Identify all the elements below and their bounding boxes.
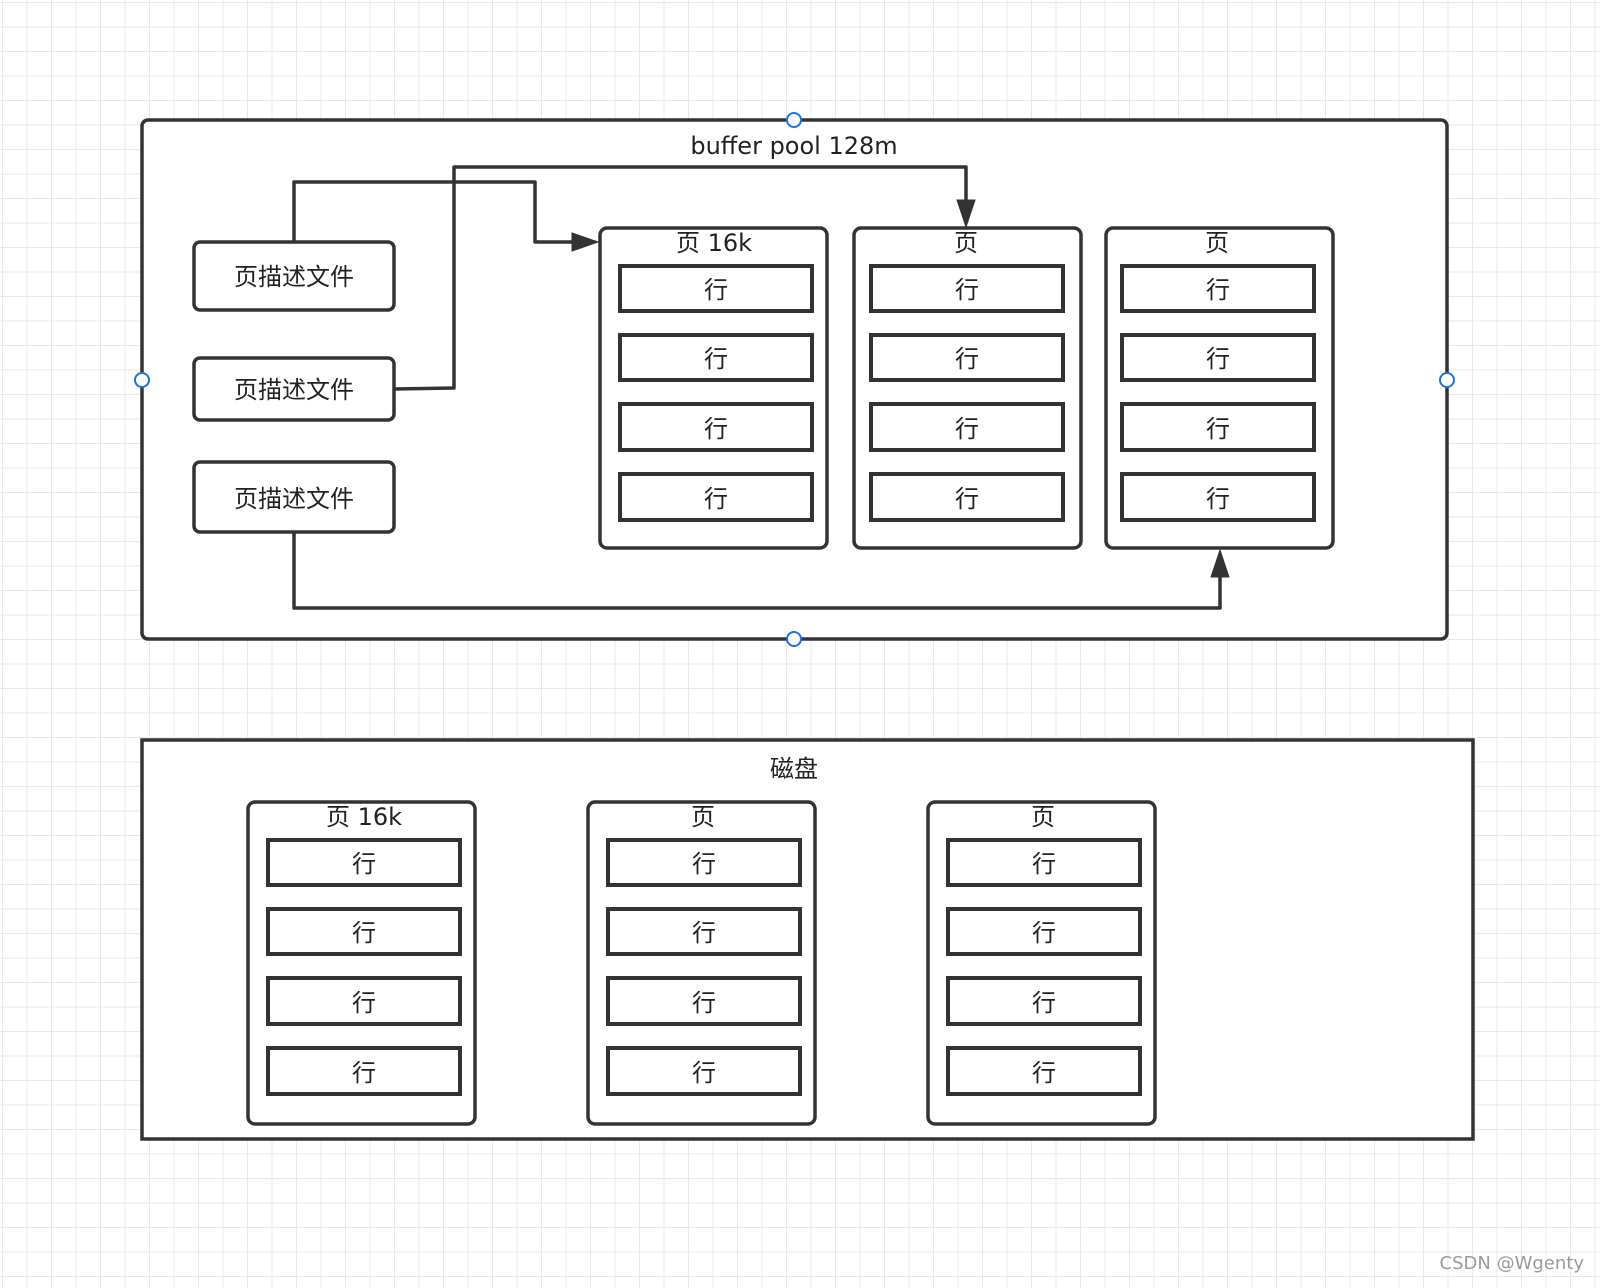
table-row[interactable]: 行 [266, 838, 462, 887]
row-label: 行 [352, 989, 376, 1017]
arrow-down-icon [956, 199, 976, 229]
row-label: 行 [692, 989, 716, 1017]
row-label: 行 [1032, 1059, 1056, 1087]
page-title: 页 [1031, 803, 1055, 831]
table-row[interactable]: 行 [946, 976, 1142, 1026]
table-row[interactable]: 行 [606, 907, 802, 956]
disk-page-2[interactable]: 页 行 行 行 行 [586, 800, 817, 1126]
table-row[interactable]: 行 [869, 264, 1065, 313]
page-title: 页 [954, 229, 978, 257]
row-label: 行 [352, 850, 376, 878]
buffer-page-1[interactable]: 页 16k 行 行 行 行 [598, 226, 829, 550]
table-row[interactable]: 行 [266, 976, 462, 1026]
disk-page-3[interactable]: 页 行 行 行 行 [926, 800, 1157, 1126]
row-label: 行 [704, 415, 728, 443]
table-row[interactable]: 行 [606, 976, 802, 1026]
buffer-pool-title: buffer pool 128m [690, 132, 897, 160]
table-row[interactable]: 行 [1120, 472, 1316, 522]
table-row[interactable]: 行 [1120, 402, 1316, 452]
row-label: 行 [1206, 276, 1230, 304]
row-label: 行 [955, 276, 979, 304]
table-row[interactable]: 行 [618, 264, 814, 313]
row-label: 行 [704, 485, 728, 513]
table-row[interactable]: 行 [606, 1046, 802, 1096]
table-row[interactable]: 行 [1120, 264, 1316, 313]
row-label: 行 [1032, 850, 1056, 878]
buffer-page-2[interactable]: 页 行 行 行 行 [852, 226, 1083, 550]
resize-handle-top[interactable] [786, 112, 802, 128]
resize-handle-right[interactable] [1439, 372, 1455, 388]
row-label: 行 [1206, 415, 1230, 443]
table-row[interactable]: 行 [618, 333, 814, 382]
page-descriptor-label: 页描述文件 [234, 376, 354, 404]
arrow-right-icon [571, 232, 600, 252]
selection-handles [134, 112, 1455, 647]
row-label: 行 [1032, 919, 1056, 947]
page-title: 页 [691, 803, 715, 831]
row-label: 行 [692, 1059, 716, 1087]
page-descriptor-label: 页描述文件 [234, 485, 354, 513]
table-row[interactable]: 行 [946, 907, 1142, 956]
table-row[interactable]: 行 [1120, 333, 1316, 382]
row-label: 行 [955, 415, 979, 443]
table-row[interactable]: 行 [266, 1046, 462, 1096]
table-row[interactable]: 行 [606, 838, 802, 887]
row-label: 行 [955, 485, 979, 513]
resize-handle-left[interactable] [134, 372, 150, 388]
row-label: 行 [704, 345, 728, 373]
row-label: 行 [692, 919, 716, 947]
connector-descriptor-3-to-page-3[interactable] [292, 532, 1230, 610]
arrow-up-icon [1210, 548, 1230, 578]
row-label: 行 [352, 919, 376, 947]
page-title: 页 [1205, 229, 1229, 257]
resize-handle-bottom[interactable] [786, 631, 802, 647]
table-row[interactable]: 行 [869, 402, 1065, 452]
disk-title: 磁盘 [770, 755, 818, 783]
watermark-text: CSDN @Wgenty [1439, 1253, 1584, 1274]
table-row[interactable]: 行 [618, 472, 814, 522]
page-descriptor-1[interactable]: 页描述文件 [192, 240, 396, 312]
table-row[interactable]: 行 [946, 838, 1142, 887]
table-row[interactable]: 行 [618, 402, 814, 452]
descriptor-group: 页描述文件 页描述文件 页描述文件 [192, 240, 396, 534]
row-label: 行 [692, 850, 716, 878]
row-label: 行 [1032, 989, 1056, 1017]
disk-page-1[interactable]: 页 16k 行 行 行 行 [246, 800, 477, 1126]
table-row[interactable]: 行 [869, 333, 1065, 382]
row-label: 行 [955, 345, 979, 373]
row-label: 行 [704, 276, 728, 304]
connector-descriptor-2-to-page-2[interactable] [393, 165, 976, 391]
row-label: 行 [1206, 485, 1230, 513]
row-label: 行 [352, 1059, 376, 1087]
page-title: 页 16k [676, 229, 752, 257]
row-label: 行 [1206, 345, 1230, 373]
buffer-page-3[interactable]: 页 行 行 行 行 [1104, 226, 1335, 550]
page-descriptor-2[interactable]: 页描述文件 [192, 356, 396, 422]
table-row[interactable]: 行 [946, 1046, 1142, 1096]
page-descriptor-label: 页描述文件 [234, 263, 354, 291]
page-descriptor-3[interactable]: 页描述文件 [192, 460, 396, 534]
connector-descriptor-1-to-page-1[interactable] [292, 180, 600, 252]
table-row[interactable]: 行 [869, 472, 1065, 522]
table-row[interactable]: 行 [266, 907, 462, 956]
page-title: 页 16k [326, 803, 402, 831]
